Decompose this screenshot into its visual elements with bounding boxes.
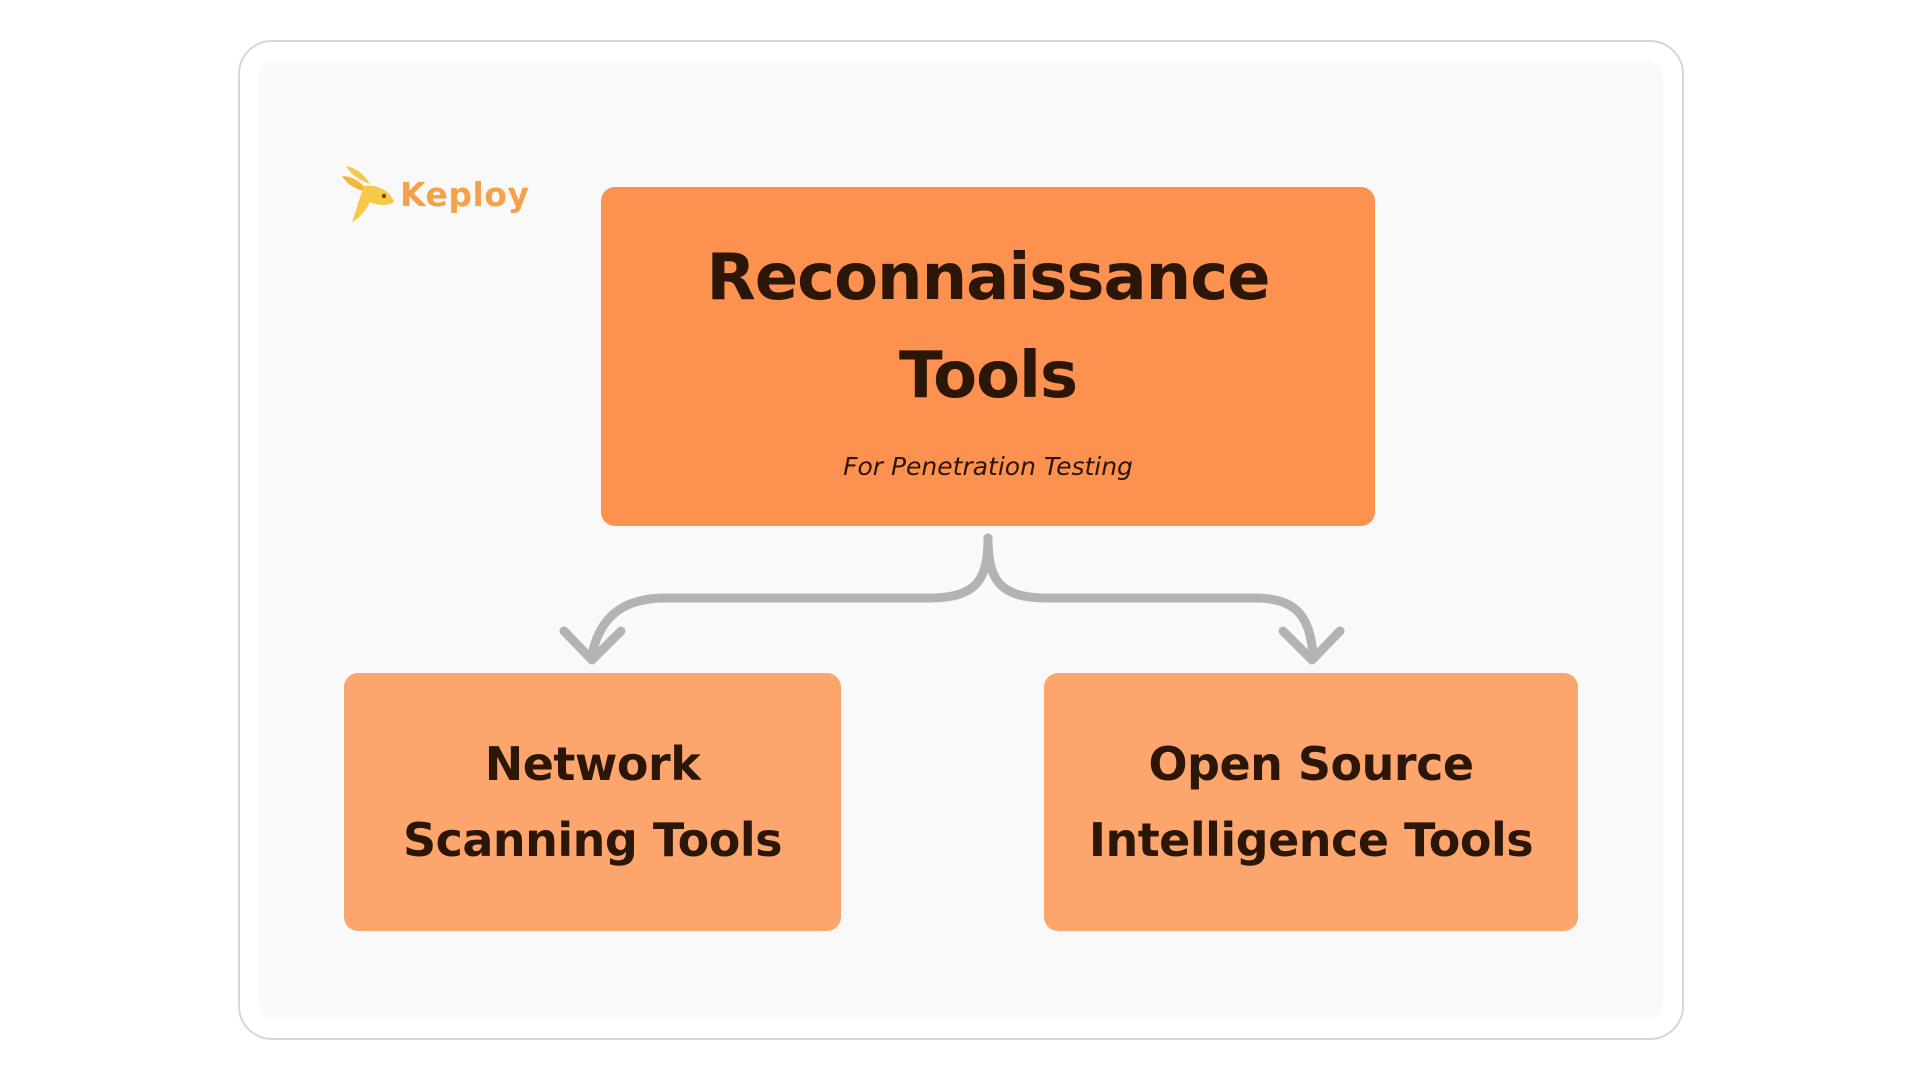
child-node-osint: Open Source Intelligence Tools — [1044, 673, 1578, 931]
logo-wordmark: Keploy — [400, 174, 530, 214]
child-node-network-scanning: Network Scanning Tools — [344, 673, 841, 931]
root-node: Reconnaissance Tools For Penetration Tes… — [601, 187, 1375, 526]
child-label-line2: Intelligence Tools — [1088, 813, 1534, 867]
keploy-logo: Keploy — [340, 158, 540, 230]
rabbit-icon — [340, 162, 398, 226]
child-label-line2: Scanning Tools — [402, 813, 783, 867]
root-title-line2: Tools — [898, 339, 1078, 413]
root-title-line1: Reconnaissance — [706, 241, 1270, 315]
child-label-line1: Open Source — [1148, 737, 1474, 791]
root-subtitle: For Penetration Testing — [843, 452, 1133, 481]
child-label-line1: Network — [484, 737, 701, 791]
